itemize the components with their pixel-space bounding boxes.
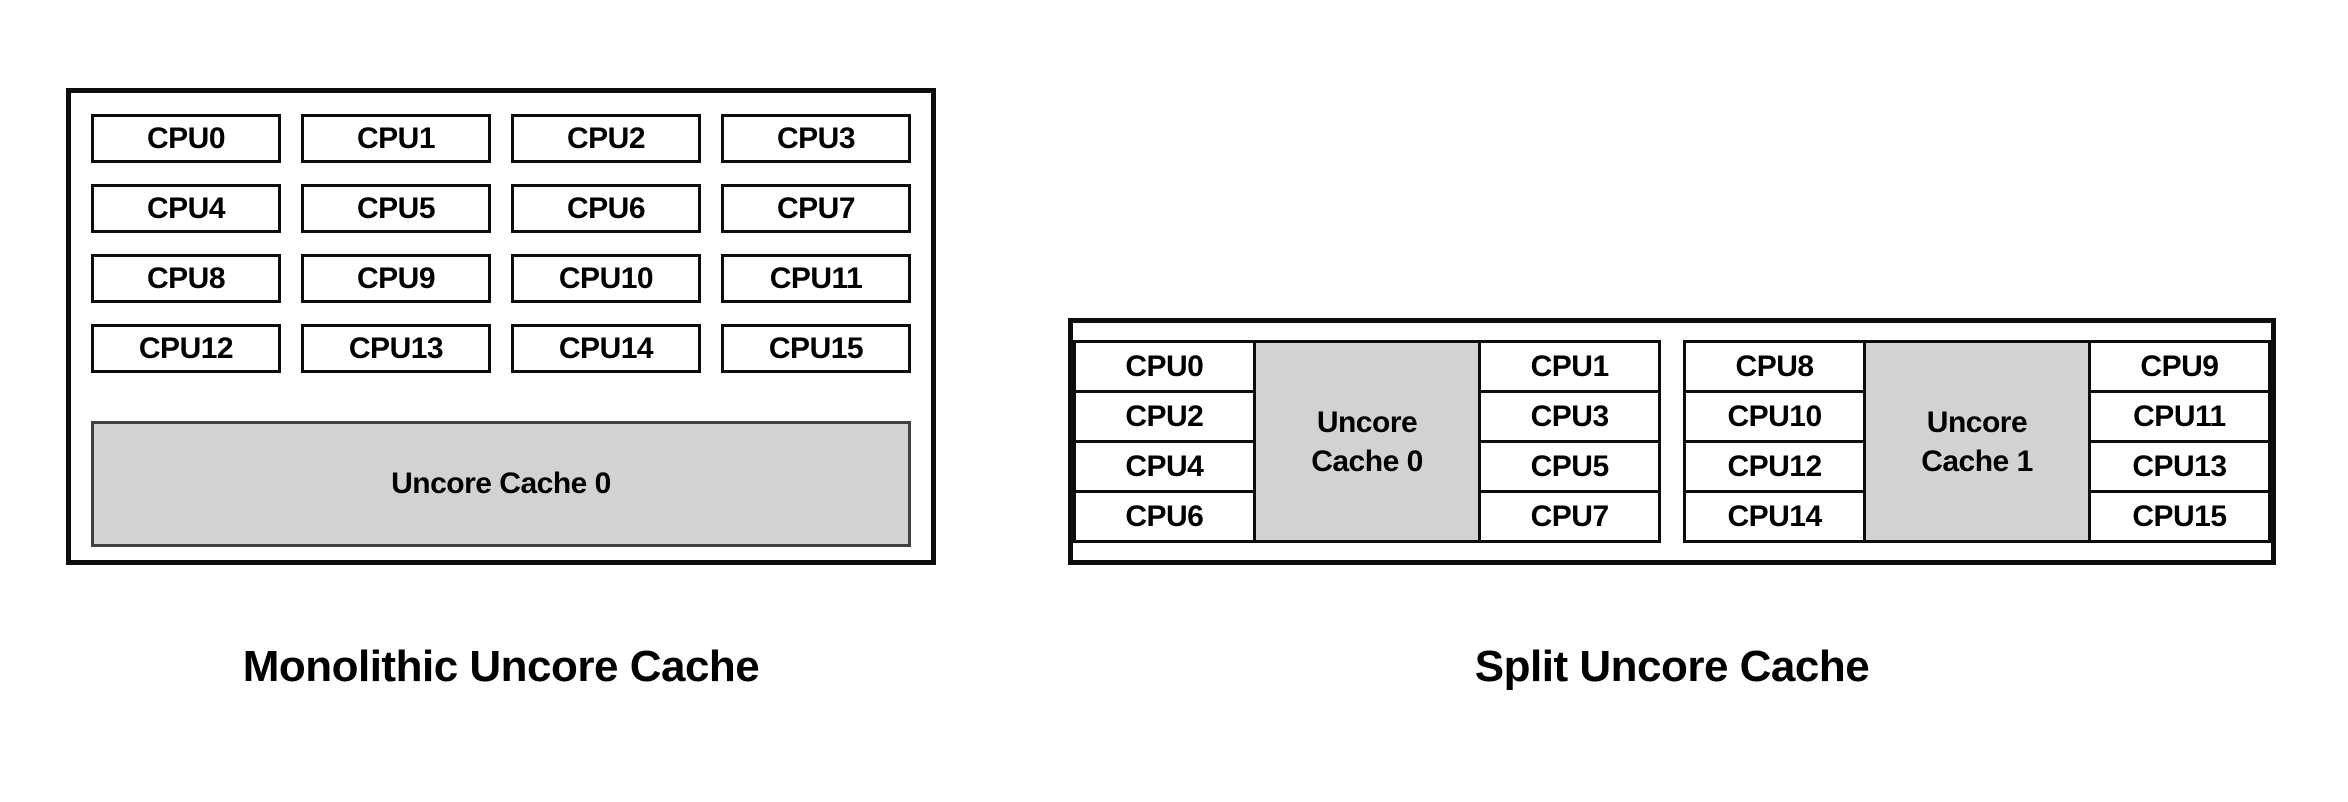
cpu-cell: CPU6 [1073,490,1256,543]
cpu-box: CPU14 [511,324,701,373]
cpu-box: CPU15 [721,324,911,373]
cpu-cell: CPU0 [1073,340,1256,393]
cpu-cell: CPU5 [1478,440,1661,493]
cpu-box: CPU10 [511,254,701,303]
uncore-cache-0-cell: Uncore Cache 0 [1252,340,1482,543]
cpu-box: CPU13 [301,324,491,373]
cpu-box: CPU1 [301,114,491,163]
cpu-box: CPU4 [91,184,281,233]
cpu-box: CPU9 [301,254,491,303]
cpu-box: CPU6 [511,184,701,233]
cpu-box: CPU7 [721,184,911,233]
cpu-box: CPU2 [511,114,701,163]
cpu-cell: CPU4 [1073,440,1256,493]
cpu-cell: CPU12 [1682,440,1867,493]
cpu-box: CPU5 [301,184,491,233]
split-caption: Split Uncore Cache [1474,642,1870,691]
monolithic-uncore-diagram: CPU0 CPU1 CPU2 CPU3 CPU4 CPU5 CPU6 CPU7 … [66,88,936,565]
cpu-cell: CPU15 [2087,490,2272,543]
cpu-cell: CPU1 [1478,340,1661,393]
split-cluster-0: CPU0 Uncore Cache 0 CPU1 CPU2 CPU3 CPU4 … [1073,340,1661,543]
monolithic-uncore-inner: CPU0 CPU1 CPU2 CPU3 CPU4 CPU5 CPU6 CPU7 … [71,93,931,547]
cpu-box: CPU8 [91,254,281,303]
cpu-cell: CPU2 [1073,390,1256,443]
cpu-cell: CPU8 [1682,340,1867,393]
monolithic-caption: Monolithic Uncore Cache [242,642,760,691]
cpu-grid: CPU0 CPU1 CPU2 CPU3 CPU4 CPU5 CPU6 CPU7 … [91,114,911,373]
cpu-cell: CPU7 [1478,490,1661,543]
cpu-box: CPU3 [721,114,911,163]
cpu-cell: CPU11 [2087,390,2272,443]
cpu-box: CPU12 [91,324,281,373]
cpu-cell: CPU13 [2087,440,2272,493]
cpu-cell: CPU14 [1682,490,1867,543]
split-uncore-diagram: CPU0 Uncore Cache 0 CPU1 CPU2 CPU3 CPU4 … [1068,318,2276,565]
cpu-box: CPU11 [721,254,911,303]
cpu-cell: CPU10 [1682,390,1867,443]
cpu-cell: CPU3 [1478,390,1661,443]
uncore-cache-1-cell: Uncore Cache 1 [1863,340,2091,543]
uncore-cache-0-bar: Uncore Cache 0 [91,421,911,547]
cpu-box: CPU0 [91,114,281,163]
split-cluster-1: CPU8 Uncore Cache 1 CPU9 CPU10 CPU11 CPU… [1682,340,2272,543]
cpu-cell: CPU9 [2087,340,2272,393]
